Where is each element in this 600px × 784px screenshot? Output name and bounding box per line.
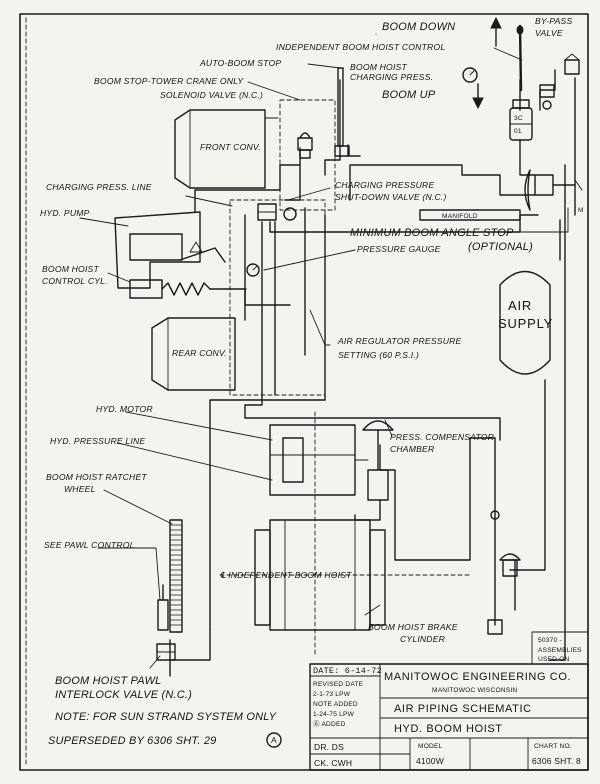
press-comp-label-1: PRESS. COMPENSATOR: [390, 432, 494, 442]
air-supply-tank: [499, 270, 551, 375]
hyd-pump: [114, 211, 226, 289]
company-text: MANITOWOC ENGINEERING CO.: [384, 671, 571, 683]
compensator-right: [499, 553, 521, 577]
boom-down-arrow: [490, 16, 502, 47]
front-conv-label: FRONT CONV.: [200, 142, 261, 152]
superseded-circle: [266, 732, 282, 748]
front-conv-drum: [174, 109, 279, 189]
optional-label: (OPTIONAL): [468, 241, 533, 253]
title-line-1: AIR PIPING SCHEMATIC: [394, 703, 532, 715]
minimum-angle-valve: [524, 169, 583, 211]
press-compensator: [354, 420, 394, 501]
charging-pressure-label-1: CHARGING PRESSURE: [335, 180, 434, 190]
rev-line-3: 1-24-75 LPW: [313, 711, 355, 718]
air-regulator-label-2: SETTING (60 P.S.I.): [338, 350, 419, 360]
drawing-border: [19, 13, 589, 771]
ratchet-label-1: BOOM HOIST RATCHET: [46, 472, 147, 482]
brake-cyl-label-2: CYLINDER: [400, 634, 445, 644]
model-value: 4100W: [416, 756, 444, 766]
chart-value: 6306 SHT. 8: [532, 756, 581, 766]
charging-press-line-label: CHARGING PRESS. LINE: [46, 182, 152, 192]
note-label: NOTE: FOR SUN STRAND SYSTEM ONLY: [55, 711, 277, 723]
title-line-2: HYD. BOOM HOIST: [394, 723, 503, 735]
manifold-label: MANIFOLD: [442, 213, 478, 220]
drawn-by-text: DR. DS: [314, 742, 344, 752]
date-text: DATE: 6-14-72: [313, 666, 382, 676]
leader-lines: [79, 33, 523, 669]
assemblies-label-1: 50370 -: [538, 637, 562, 644]
chart-label: CHART NO.: [534, 743, 572, 750]
pawl-interlock-valve: [156, 643, 176, 661]
m-mark: M: [578, 207, 584, 214]
boom-stop-tower-label: BOOM STOP-TOWER CRANE ONLY: [94, 76, 244, 86]
see-pawl-label: SEE PAWL CONTROL: [44, 540, 135, 550]
assemblies-label-3: USED ON: [538, 656, 569, 663]
air-supply-label-1: AIR: [508, 298, 532, 313]
checked-by-text: CK. CWH: [314, 758, 352, 768]
auto-boom-stop-label: AUTO-BOOM STOP: [199, 58, 281, 68]
by-pass-label-2: VALVE: [535, 28, 563, 38]
charging-valve-small: [539, 84, 555, 110]
hyd-pressure-line-label: HYD. PRESSURE LINE: [50, 436, 145, 446]
solenoid-valve-label: SOLENOID VALVE (N.C.): [160, 90, 263, 100]
rev-line-2: NOTE ADDED: [313, 701, 358, 708]
press-comp-label-2: CHAMBER: [390, 444, 434, 454]
superseded-label: SUPERSEDED BY 6306 SHT. 29: [48, 735, 216, 747]
optional-arrow: [519, 207, 569, 233]
boom-hoist-control-label-1: BOOM HOIST: [42, 264, 99, 274]
brake-cyl-label-1: BOOM HOIST BRAKE: [368, 622, 458, 632]
air-regulator-label-1: AIR REGULATOR PRESSURE: [337, 336, 462, 346]
brake-cylinder: [487, 510, 503, 635]
boom-up-arrow: [472, 83, 484, 110]
auto-boom-stop-rod: [334, 67, 350, 157]
hyd-pump-label: HYD. PUMP: [40, 208, 90, 218]
boom-hoist-charging-label-2: CHARGING PRESS.: [350, 72, 433, 82]
boom-hoist-control-label-2: CONTROL CYL.: [42, 276, 108, 286]
pawl-valve-label-2: INTERLOCK VALVE (N.C.): [55, 689, 192, 701]
pipe-network: [169, 69, 576, 677]
valve-tag-1: 3C: [514, 115, 523, 122]
valve-tag-2: 01: [514, 128, 522, 135]
boom-hoist-drum: [219, 519, 471, 631]
by-pass-valve: [564, 53, 580, 75]
independent-control-label: INDEPENDENT BOOM HOIST CONTROL: [276, 42, 445, 52]
title-block: DATE: 6-14-72 REVISED DATE 2-1-73 LPW NO…: [313, 666, 581, 768]
rev-line-1: 2-1-73 LPW: [313, 691, 351, 698]
city-text: MANITOWOC WISCONSIN: [432, 687, 517, 694]
boom-hoist-control-valve: [509, 24, 533, 141]
pawl-valve-label-1: BOOM HOIST PAWL: [55, 675, 162, 687]
pawl-control: [157, 584, 169, 631]
assemblies-label-2: ASSEMBLIES: [538, 647, 582, 654]
solenoid-valve: [297, 132, 313, 159]
title-block-frame: [309, 631, 589, 771]
revised-date-text: REVISED DATE: [313, 681, 364, 688]
boom-hoist-charging-label-1: BOOM HOIST: [350, 62, 407, 72]
pressure-gauge-label: PRESSURE GAUGE: [357, 244, 441, 254]
boom-up-label: BOOM UP: [382, 89, 436, 101]
rear-conv-label: REAR CONV.: [172, 348, 227, 358]
shut-down-valve: [257, 203, 297, 221]
boom-hoist-control-cyl: [129, 279, 247, 299]
diagram-labels: BOOM DOWN BY-PASS VALVE INDEPENDENT BOOM…: [40, 16, 584, 748]
charging-pressure-label-2: SHUT-DOWN VALVE (N.C.): [335, 192, 447, 202]
by-pass-label-1: BY-PASS: [535, 16, 572, 26]
ratchet-label-2: WHEEL: [64, 484, 96, 494]
charging-gauge: [462, 67, 478, 83]
superseded-circle-letter: A: [271, 735, 277, 745]
hyd-motor-label: HYD. MOTOR: [96, 404, 153, 414]
independent-hoist-label: ℄ INDEPENDENT BOOM HOIST: [220, 570, 352, 580]
rev-line-4: Ⓐ ADDED: [313, 720, 346, 728]
manifold-block: [419, 209, 521, 221]
boom-down-label: BOOM DOWN: [382, 21, 455, 33]
rear-conv-drum: [151, 317, 236, 391]
hyd-motor: [269, 424, 356, 496]
min-boom-angle-label: MINIMUM BOOM ANGLE STOP: [350, 227, 514, 239]
ratchet-wheel: [169, 519, 183, 633]
model-label: MODEL: [418, 743, 443, 750]
air-supply-label-2: SUPPLY: [498, 316, 553, 331]
pressure-gauge: [246, 263, 260, 277]
